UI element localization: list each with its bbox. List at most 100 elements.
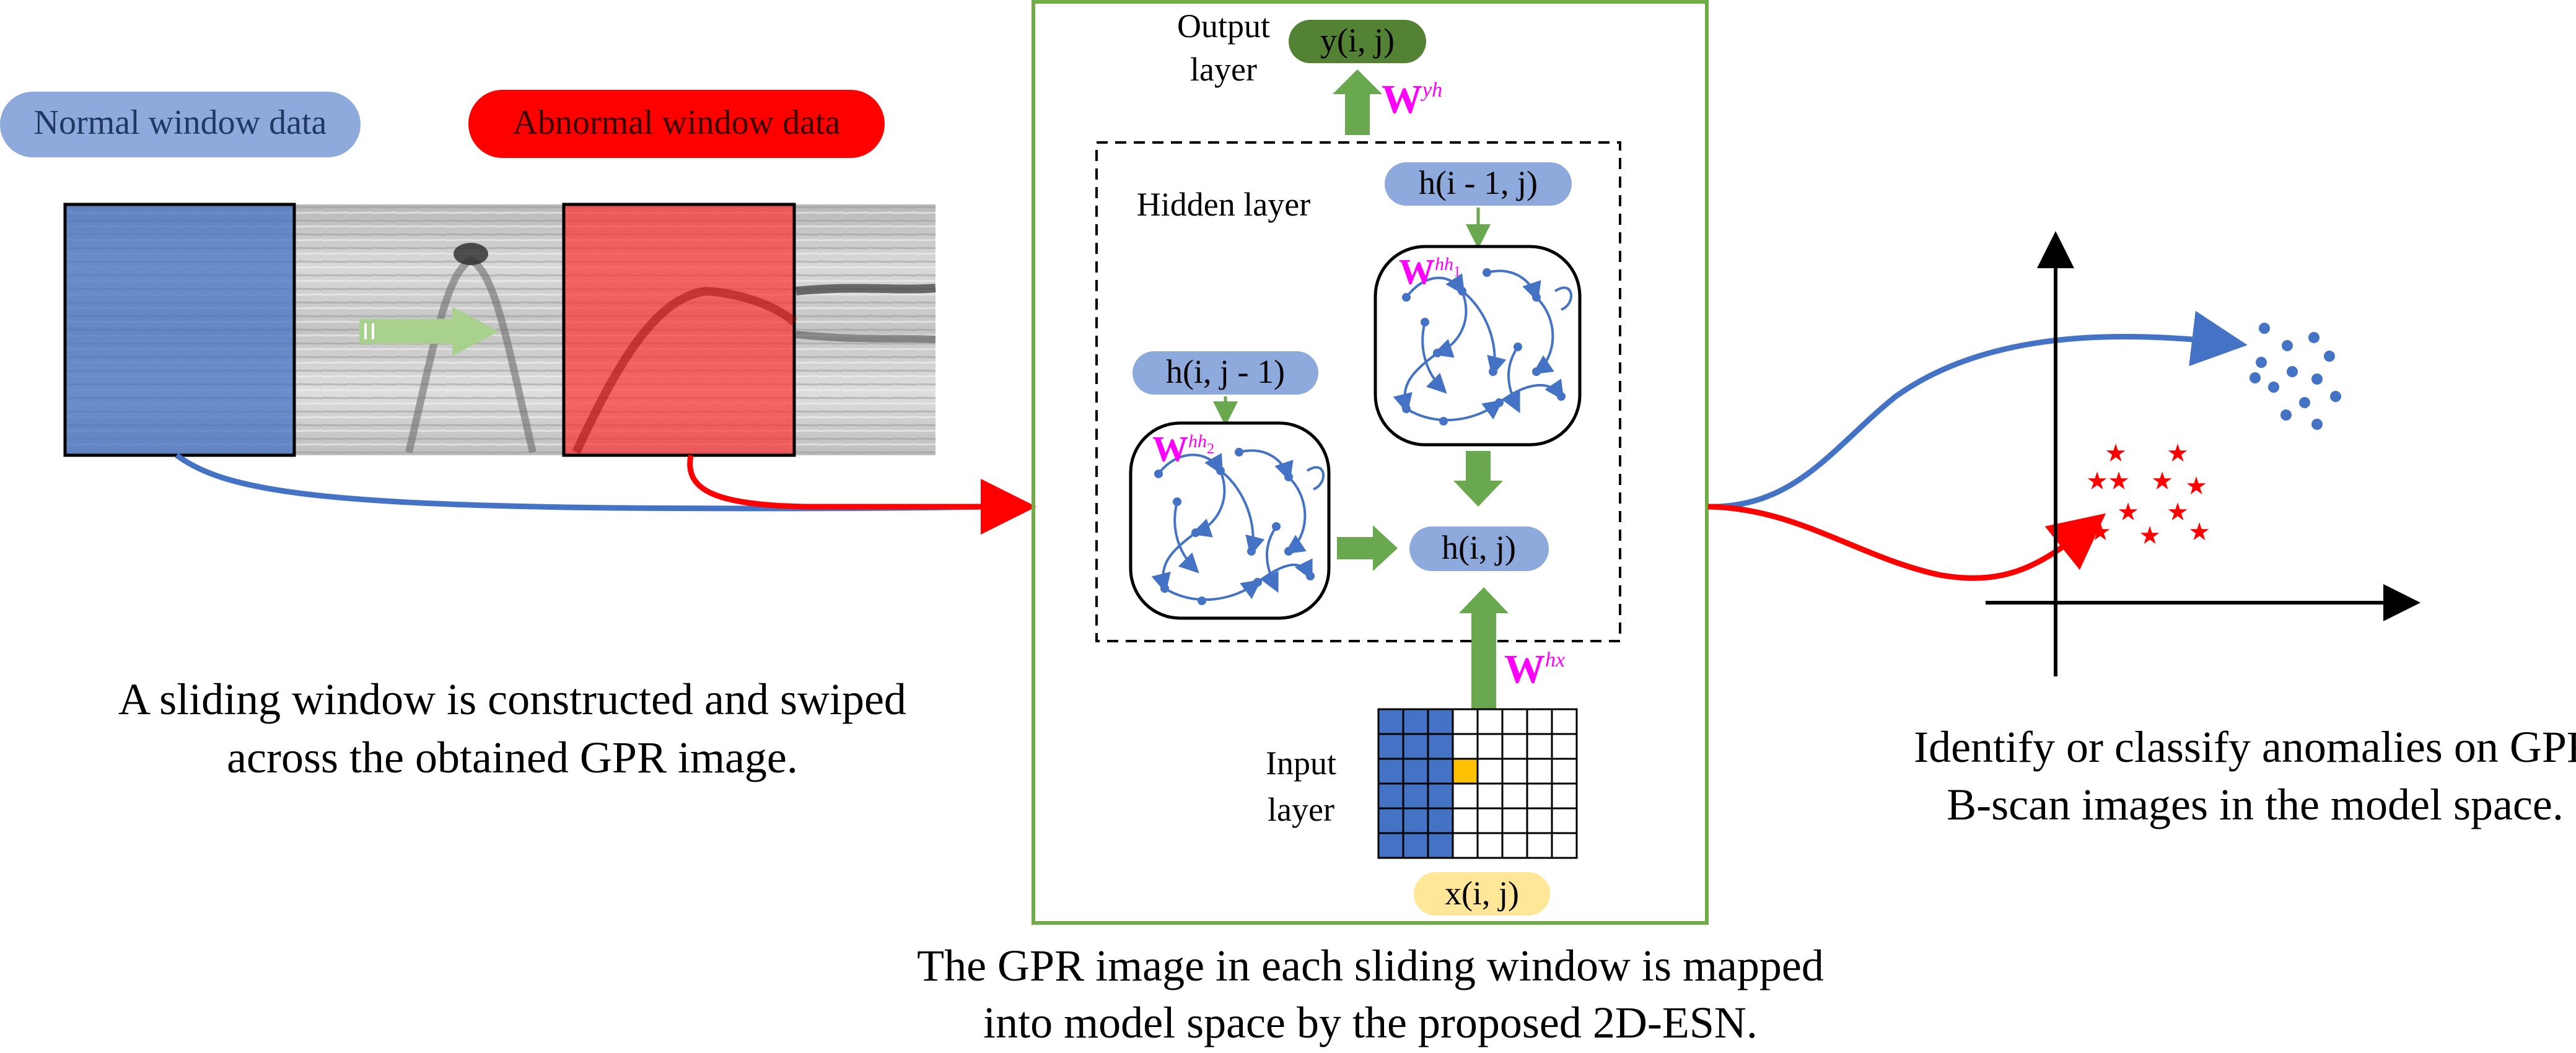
- input-grid-cell: [1402, 782, 1429, 810]
- output-node: y(i, j): [1289, 20, 1426, 63]
- weight-hh2-label: Whh2: [1152, 429, 1214, 469]
- abnormal-window-label: Abnormal window data: [513, 103, 841, 142]
- input-grid-cell: [1402, 832, 1429, 859]
- weight-yh-label: Wyh: [1382, 77, 1442, 122]
- input-grid-cell: [1526, 708, 1553, 735]
- input-grid-cell: [1402, 733, 1429, 760]
- normal-window-label: Normal window data: [34, 103, 327, 142]
- input-grid-cell: [1551, 758, 1578, 785]
- center-caption-line2: into model space by the proposed 2D-ESN.: [983, 998, 1758, 1047]
- input-grid-cell: [1377, 708, 1404, 735]
- svg-text:★: ★: [2086, 467, 2108, 495]
- input-grid-cell: [1402, 708, 1429, 735]
- model-to-normal-cluster-arrow: [1707, 310, 2248, 510]
- svg-text:★: ★: [2166, 439, 2189, 467]
- svg-text:★: ★: [2166, 498, 2189, 526]
- input-grid-cell: [1427, 832, 1454, 859]
- input-grid-cell: [1476, 758, 1504, 785]
- input-grid-cell: [1501, 708, 1528, 735]
- input-grid-cell: [1427, 708, 1454, 735]
- input-node: x(i, j): [1414, 872, 1550, 915]
- input-grid-cell: [1551, 708, 1578, 735]
- input-grid-cell: [1452, 758, 1479, 785]
- input-grid-cell: [1402, 807, 1429, 834]
- normal-cluster: [2250, 323, 2341, 430]
- input-grid-cell: [1452, 782, 1479, 810]
- input-grid-cell: [1476, 832, 1504, 859]
- weight-hh1-label: Whh1: [1399, 251, 1461, 292]
- input-grid-cell: [1377, 832, 1404, 859]
- abnormal-window-pill: Abnormal window data: [468, 90, 885, 158]
- input-grid-cell: [1526, 782, 1553, 810]
- input-grid-cell: [1501, 733, 1528, 760]
- input-grid-cell: [1551, 782, 1578, 810]
- input-grid-cell: [1377, 807, 1404, 834]
- model-frame: [1032, 0, 1709, 925]
- normal-to-model-arrow: [175, 453, 986, 512]
- svg-text:★: ★: [2117, 498, 2139, 526]
- input-node-label: x(i, j): [1445, 875, 1519, 912]
- normal-window-pill: Normal window data: [0, 92, 361, 157]
- node-h-ij: h(i, j): [1409, 526, 1549, 571]
- reservoir-hh2: [1129, 421, 1331, 620]
- input-grid-cell: [1551, 832, 1578, 859]
- normal-window-box: [63, 203, 296, 457]
- left-caption-line1: A sliding window is constructed and swip…: [118, 675, 906, 724]
- input-grid-cell: [1551, 807, 1578, 834]
- input-grid-cell: [1377, 733, 1404, 760]
- weight-hx-arrow: [1459, 587, 1509, 712]
- input-grid-cell: [1551, 733, 1578, 760]
- input-grid-cell: [1501, 832, 1528, 859]
- weight-hx-label: Whx: [1504, 647, 1565, 692]
- input-grid-cell: [1501, 782, 1528, 810]
- input-grid-cell: [1526, 807, 1553, 834]
- center-caption-line1: The GPR image in each sliding window is …: [917, 941, 1824, 990]
- right-panel: ★★ ★★ ★★ ★★ ★★★ Identify or classify ano…: [1707, 231, 2576, 829]
- input-grid-cell: [1452, 832, 1479, 859]
- node-h-i-minus-1: h(i - 1, j): [1385, 162, 1572, 206]
- right-caption-line2: B-scan images in the model space.: [1947, 780, 2564, 829]
- input-grid-cell: [1526, 832, 1553, 859]
- hidden-layer-box: [1095, 141, 1621, 642]
- output-node-label: y(i, j): [1320, 22, 1395, 59]
- input-grid-cell: [1377, 782, 1404, 810]
- input-grid-cell: [1427, 807, 1454, 834]
- input-grid-cell: [1476, 733, 1504, 760]
- svg-text:★: ★: [2151, 467, 2173, 495]
- arrow-reservoir2-to-hij: [1337, 525, 1398, 571]
- input-grid-cell: [1476, 708, 1504, 735]
- left-panel: Normal window data Abnormal window data: [0, 90, 1036, 782]
- input-grid-cell: [1427, 733, 1454, 760]
- input-grid-cell: [1427, 758, 1454, 785]
- output-layer-label-line1: Output: [1177, 7, 1270, 45]
- svg-text:★: ★: [2105, 439, 2127, 467]
- svg-text:★: ★: [2089, 518, 2111, 546]
- input-grid-cell: [1501, 758, 1528, 785]
- input-grid-cell: [1452, 733, 1479, 760]
- input-layer-label-line2: layer: [1268, 791, 1334, 828]
- arrow-reservoir1-to-hij: [1453, 451, 1503, 507]
- input-layer-label-line1: Input: [1266, 745, 1336, 782]
- node-h-j-minus-1-label: h(i, j - 1): [1166, 353, 1285, 390]
- input-grid-cell: [1526, 733, 1553, 760]
- model-to-anomaly-cluster-arrow: [1707, 504, 2106, 581]
- output-layer-label-line2: layer: [1190, 51, 1257, 88]
- node-h-ij-label: h(i, j): [1442, 529, 1516, 566]
- weight-yh-arrow: [1333, 69, 1382, 135]
- reservoir-hh1: [1373, 245, 1582, 447]
- slide-arrow-icon: [359, 307, 499, 356]
- left-caption-line2: across the obtained GPR image.: [227, 733, 798, 782]
- input-grid-cell: [1526, 758, 1553, 785]
- node-h-j-minus-1: h(i, j - 1): [1132, 351, 1318, 395]
- input-grid-cell: [1402, 758, 1429, 785]
- input-grid-cell: [1452, 708, 1479, 735]
- svg-text:★: ★: [2139, 522, 2161, 549]
- center-panel: Output layer y(i, j) Wyh Hidden layer h(…: [917, 0, 1824, 1047]
- input-grid-cell: [1501, 807, 1528, 834]
- hidden-layer-label: Hidden layer: [1137, 186, 1310, 223]
- abnormal-to-model-arrow: [687, 455, 1036, 535]
- input-grid-cell: [1377, 758, 1404, 785]
- input-grid-cell: [1427, 782, 1454, 810]
- svg-text:★: ★: [2185, 472, 2207, 500]
